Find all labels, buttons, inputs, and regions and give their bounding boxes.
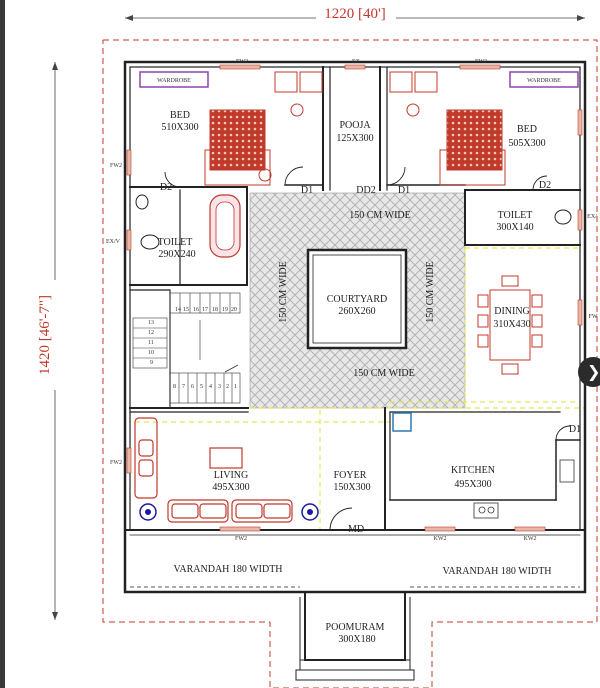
bed-right-furniture xyxy=(389,71,506,186)
svg-text:9: 9 xyxy=(150,360,153,366)
courtyard-size: 260X260 xyxy=(338,306,375,317)
width-note-left: 150 CM WIDE xyxy=(278,261,289,322)
svg-text:7: 7 xyxy=(182,384,185,390)
verandah-left-label: VARANDAH 180 WIDTH xyxy=(173,564,282,575)
svg-text:KW2: KW2 xyxy=(434,536,447,542)
bed-left-name: BED xyxy=(170,110,190,121)
window-markers xyxy=(126,64,583,532)
living-name: LIVING xyxy=(214,470,248,481)
poomuram-size: 300X180 xyxy=(338,634,375,645)
courtyard-pit xyxy=(306,248,408,350)
guide-lines xyxy=(135,247,585,530)
width-dimension-label: 1220 [40'] xyxy=(324,6,385,22)
bed-left-furniture xyxy=(204,71,323,186)
width-note-top: 150 CM WIDE xyxy=(349,210,410,221)
width-note-bottom: 150 CM WIDE xyxy=(353,368,414,379)
verandah-front xyxy=(125,586,585,681)
left-dimension: 1420 [46'-7"] xyxy=(37,62,58,620)
dining-table xyxy=(477,275,543,375)
toilet-right-size: 300X140 xyxy=(496,222,533,233)
svg-text:FW: FW xyxy=(589,314,598,320)
bed-right-size: 505X300 xyxy=(508,138,545,149)
svg-text:16: 16 xyxy=(193,307,199,313)
svg-text:19: 19 xyxy=(222,307,228,313)
wardrobe-left-label: WARDROBE xyxy=(157,78,191,84)
svg-text:10: 10 xyxy=(148,350,154,356)
svg-text:18: 18 xyxy=(212,307,218,313)
foyer-size: 150X300 xyxy=(333,482,370,493)
svg-text:1: 1 xyxy=(234,384,237,390)
bed-right-name: BED xyxy=(517,124,537,135)
svg-text:FW2: FW2 xyxy=(236,59,248,65)
wardrobe-right-label: WARDROBE xyxy=(527,78,561,84)
left-edge-strip xyxy=(0,0,5,688)
svg-text:D2: D2 xyxy=(160,182,172,193)
door-swings xyxy=(164,166,571,531)
svg-text:KW2: KW2 xyxy=(524,536,537,542)
wardrobes: WARDROBE WARDROBE xyxy=(139,71,579,88)
svg-text:D1: D1 xyxy=(398,185,410,196)
svg-text:2: 2 xyxy=(226,384,229,390)
next-arrow-button[interactable]: ❯ xyxy=(578,357,600,387)
kitchen-fixtures xyxy=(392,412,575,519)
svg-text:5: 5 xyxy=(200,384,203,390)
svg-text:15: 15 xyxy=(183,307,189,313)
poomuram-name: POOMURAM xyxy=(326,622,385,633)
living-plants xyxy=(139,503,319,521)
svg-text:EX/V: EX/V xyxy=(106,239,121,245)
svg-text:FW2: FW2 xyxy=(110,163,122,169)
toilet-right-name: TOILET xyxy=(498,210,533,221)
svg-text:EX/: EX/ xyxy=(587,214,597,220)
svg-text:DD2: DD2 xyxy=(356,185,375,196)
svg-text:EX: EX xyxy=(352,59,361,65)
svg-text:8: 8 xyxy=(173,384,176,390)
svg-text:D1: D1 xyxy=(569,424,581,435)
svg-text:6: 6 xyxy=(191,384,194,390)
toilet-fixtures xyxy=(135,194,572,258)
svg-text:FW2: FW2 xyxy=(110,460,122,466)
toilet-left-name: TOILET xyxy=(158,237,193,248)
svg-text:MD: MD xyxy=(348,524,364,535)
kitchen-name: KITCHEN xyxy=(451,465,495,476)
verandah-right-label: VARANDAH 180 WIDTH xyxy=(442,566,551,577)
svg-text:11: 11 xyxy=(148,340,154,346)
pooja-name: POOJA xyxy=(339,120,371,131)
svg-text:FW2: FW2 xyxy=(235,536,247,542)
staircase xyxy=(132,290,241,408)
dining-size: 310X430 xyxy=(493,319,530,330)
pooja-size: 125X300 xyxy=(336,133,373,144)
svg-text:20: 20 xyxy=(231,307,237,313)
living-size: 495X300 xyxy=(212,482,249,493)
living-furniture xyxy=(134,417,293,523)
toilet-left-size: 290X240 xyxy=(158,249,195,260)
foyer-name: FOYER xyxy=(334,470,367,481)
dining-name: DINING xyxy=(494,306,530,317)
svg-text:12: 12 xyxy=(148,330,154,336)
opening-labels: FW2 EX FW2 FW2 EX/V FW2 EX/ FW FW2 KW2 K… xyxy=(106,59,598,542)
stair-numbers: 14 15 16 17 18 19 20 13 12 11 10 9 8 7 6… xyxy=(148,307,237,390)
svg-text:17: 17 xyxy=(202,307,208,313)
width-note-right: 150 CM WIDE xyxy=(425,261,436,322)
svg-text:D2: D2 xyxy=(539,180,551,191)
kitchen-size: 495X300 xyxy=(454,479,491,490)
bed-left-size: 510X300 xyxy=(161,122,198,133)
courtyard-name: COURTYARD xyxy=(327,294,388,305)
svg-text:14: 14 xyxy=(175,307,181,313)
svg-text:4: 4 xyxy=(209,384,212,390)
height-dimension-label: 1420 [46'-7"] xyxy=(37,295,53,375)
room-labels: BED 510X300 POOJA 125X300 BED 505X300 TO… xyxy=(158,110,552,645)
svg-text:FW2: FW2 xyxy=(475,59,487,65)
svg-text:D1: D1 xyxy=(301,185,313,196)
svg-text:13: 13 xyxy=(148,320,154,326)
svg-text:3: 3 xyxy=(218,384,221,390)
walls xyxy=(123,60,587,594)
chevron-right-icon: ❯ xyxy=(587,362,600,381)
top-dimension: 1220 [40'] xyxy=(125,5,585,23)
